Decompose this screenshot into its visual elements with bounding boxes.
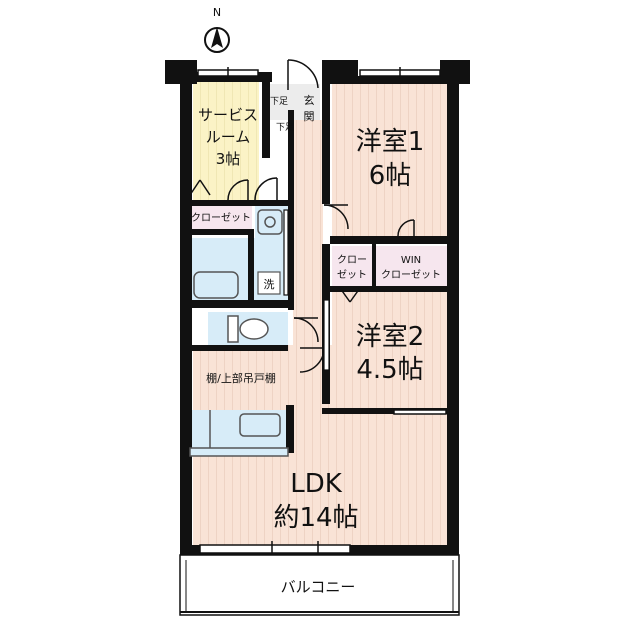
service-room-label: サービス ルーム 3帖 [198,106,258,168]
entrance-floor [270,84,320,120]
closet-service-label: クローゼット [191,212,251,224]
closet-service [190,205,252,229]
svg-text:クローゼット: クローゼット [381,269,441,281]
window-icon [197,67,447,557]
svg-text:3帖: 3帖 [216,150,241,168]
svg-text:洋室2: 洋室2 [356,322,425,352]
closet-small [332,246,372,286]
svg-text:サービス: サービス [198,106,258,124]
north-label: N [213,6,221,19]
svg-text:6帖: 6帖 [369,161,412,191]
western-room1-label: 洋室1 6帖 [356,127,425,191]
sliding-door [283,209,330,371]
win-closet-label: WIN クローゼット [381,255,441,281]
sink-icon [257,209,283,235]
svg-text:棚/上部吊戸棚: 棚/上部吊戸棚 [206,371,276,385]
washer-box [257,271,281,295]
toilet-icon [227,315,269,343]
kitchen-sink-icon [189,410,289,457]
svg-text:クローゼット: クローゼット [191,212,251,224]
ldk-label: LDK 約14帖 [273,469,358,533]
svg-text:関: 関 [304,110,315,123]
svg-text:4.5帖: 4.5帖 [356,355,423,385]
entrance-label: 玄 関 [304,93,315,123]
door-swing-icon [189,59,415,373]
shelf-label: 棚/上部吊戸棚 [206,371,276,385]
svg-text:洗: 洗 [264,278,275,291]
balcony-label: バルコニー [281,578,356,596]
washer-label: 洗 [264,278,275,291]
svg-text:LDK: LDK [290,469,343,499]
svg-text:ルーム: ルーム [206,128,251,146]
svg-text:下足: 下足 [270,96,288,107]
hallway-floor [293,120,323,348]
bathtub-icon [193,271,239,299]
western-room1-floor [332,84,447,236]
bathroom-floor [190,238,255,303]
closet-small-label: クロー ゼット [337,254,367,281]
svg-text:約14帖: 約14帖 [273,503,358,533]
north-arrow-icon: N [204,6,230,53]
western-room2-label: 洋室2 4.5帖 [356,322,425,385]
walls [165,60,470,555]
svg-text:ゼット: ゼット [337,269,367,281]
svg-text:玄: 玄 [304,93,315,107]
svg-text:WIN: WIN [401,255,421,266]
balcony [179,554,460,616]
svg-text:洋室1: 洋室1 [356,127,425,157]
win-closet [375,246,447,286]
svg-text:バルコニー: バルコニー [281,578,356,596]
svg-text:下足: 下足 [276,122,294,133]
svg-text:クロー: クロー [337,254,367,266]
shoe-storage-label: 下足 下足 [270,96,294,133]
